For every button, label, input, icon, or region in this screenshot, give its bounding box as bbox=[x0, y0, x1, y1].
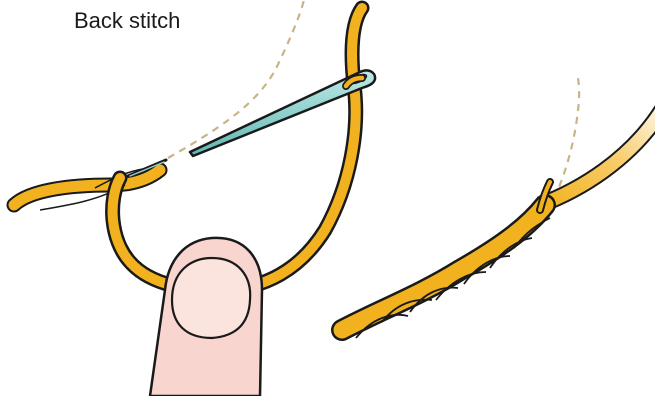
needle-icon bbox=[128, 70, 375, 176]
finger-icon bbox=[150, 238, 262, 396]
twisted-thread-icon bbox=[342, 95, 671, 338]
thread-knot bbox=[14, 168, 160, 210]
